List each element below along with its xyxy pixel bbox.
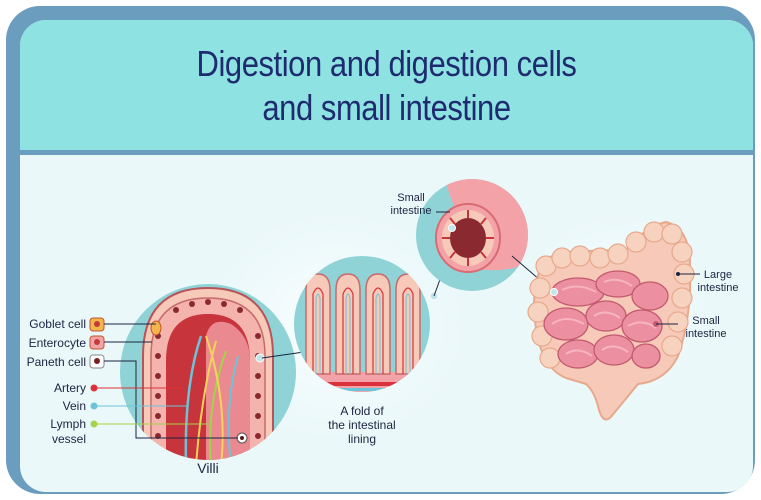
vein-marker-icon [90,402,98,410]
label-lymph-line2: vessel [52,432,86,446]
title-line-2: and small intestine [262,87,511,128]
label-fold-line2: the intestinal [328,418,395,432]
label-enterocyte: Enterocyte [29,336,87,350]
villi-labels: Goblet cell Enterocyte Paneth cell Arter… [27,317,238,476]
label-paneth-cell: Paneth cell [27,355,86,369]
artery-marker-icon [90,384,98,392]
title-banner: Digestion and digestion cells and small … [20,20,753,155]
label-fold-line1: A fold of [340,404,384,418]
diagram-canvas: Goblet cell Enterocyte Paneth cell Arter… [27,176,738,476]
label-small-intestine-top-line2: intestine [391,205,432,217]
label-artery: Artery [54,381,86,395]
intestines-illustration [527,220,695,421]
label-small-intestine-right-line2: intestine [686,328,727,340]
content-panel: Digestion and digestion cells and small … [20,20,753,492]
outer-frame: Digestion and digestion cells and small … [6,6,755,494]
label-large-intestine-line1: Large [704,269,732,281]
title-line-1: Digestion and digestion cells [196,43,577,84]
intestine-labels: Large intestine Small intestine [656,269,738,340]
label-fold-line3: lining [348,432,376,446]
label-villi: Villi [197,460,219,476]
label-lymph-line1: Lymph [50,417,86,431]
label-vein: Vein [63,399,86,413]
label-large-intestine-line2: intestine [698,282,739,294]
label-small-intestine-right-line1: Small [692,315,720,327]
lymph-marker-icon [90,420,98,428]
connector-line [261,351,305,359]
page-title: Digestion and digestion cells and small … [71,42,701,130]
label-goblet-cell: Goblet cell [29,317,86,331]
label-small-intestine-top-line1: Small [397,192,425,204]
